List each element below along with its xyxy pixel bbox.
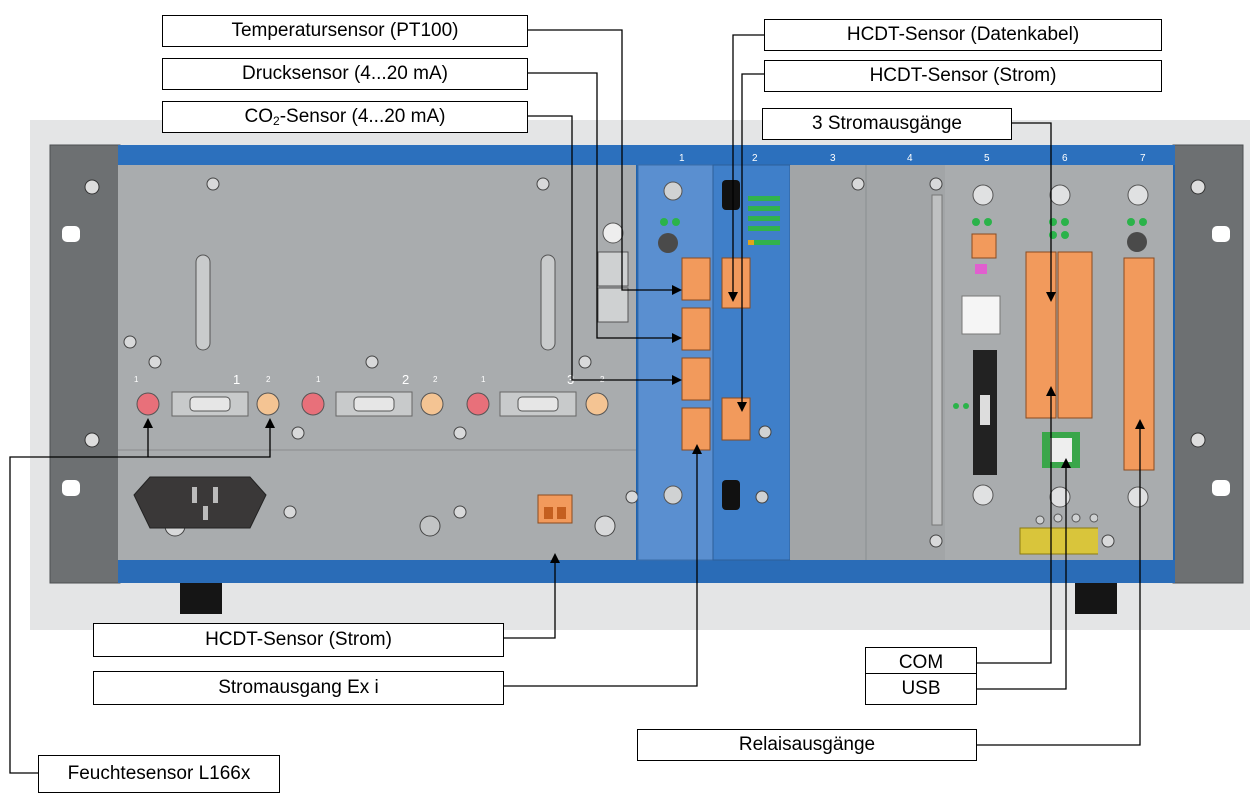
label-co2-sensor: CO2-Sensor (4...20 mA)	[162, 101, 528, 133]
label-hcdt-current-top: HCDT-Sensor (Strom)	[764, 60, 1162, 92]
label-usb: USB	[865, 673, 977, 705]
slot-number: 5	[984, 153, 990, 164]
port-number: 2	[433, 375, 438, 384]
label-text: USB	[901, 678, 941, 699]
label-text: Stromausgang Ex i	[218, 677, 379, 698]
label-relay-outputs: Relaisausgänge	[637, 729, 977, 761]
label-text: Temperatursensor (PT100)	[231, 20, 459, 41]
label-current-output-exi: Stromausgang Ex i	[93, 671, 504, 705]
label-hcdt-current-bottom: HCDT-Sensor (Strom)	[93, 623, 504, 657]
port-group-number: 3	[567, 372, 574, 387]
label-temperature-sensor: Temperatursensor (PT100)	[162, 15, 528, 47]
port-number: 2	[266, 375, 271, 384]
slot-numbers: 1 2 3 4 5 6 7	[679, 153, 1146, 164]
label-text: Relaisausgänge	[738, 734, 876, 755]
label-pressure-sensor: Drucksensor (4...20 mA)	[162, 58, 528, 90]
port-group-number: 1	[233, 372, 240, 387]
power-inlet	[133, 476, 267, 529]
label-humidity-sensor: Feuchtesensor L166x	[38, 755, 280, 793]
port-group-number: 2	[402, 372, 409, 387]
label-current-outputs: 3 Stromausgänge	[762, 108, 1012, 140]
label-text: COM	[898, 652, 944, 673]
label-text: CO2-Sensor (4...20 mA)	[244, 106, 446, 128]
slot-3-4-blank	[790, 165, 945, 560]
label-text: Drucksensor (4...20 mA)	[242, 63, 448, 84]
slot-number: 6	[1062, 153, 1068, 164]
rack-ear-left	[49, 144, 121, 584]
label-text: 3 Stromausgänge	[812, 113, 962, 134]
port-number: 1	[481, 375, 486, 384]
port-row	[136, 391, 609, 417]
slot-number: 7	[1140, 153, 1146, 164]
label-text: HCDT-Sensor (Strom)	[869, 65, 1057, 86]
foot-right	[1075, 582, 1117, 614]
slot-number: 3	[830, 153, 836, 164]
label-text: Feuchtesensor L166x	[67, 763, 251, 784]
label-text: HCDT-Sensor (Strom)	[205, 629, 392, 650]
slot-number: 4	[907, 153, 913, 164]
slot-number: 2	[752, 153, 758, 164]
slot-number: 1	[679, 153, 685, 164]
rack-ear-right	[1172, 144, 1244, 584]
port-number: 1	[316, 375, 321, 384]
port-number: 1	[134, 375, 139, 384]
foot-left	[180, 582, 222, 614]
leader-arrowheads	[143, 285, 1145, 563]
label-text: HCDT-Sensor (Datenkabel)	[846, 24, 1080, 45]
label-hcdt-data-cable: HCDT-Sensor (Datenkabel)	[764, 19, 1162, 51]
